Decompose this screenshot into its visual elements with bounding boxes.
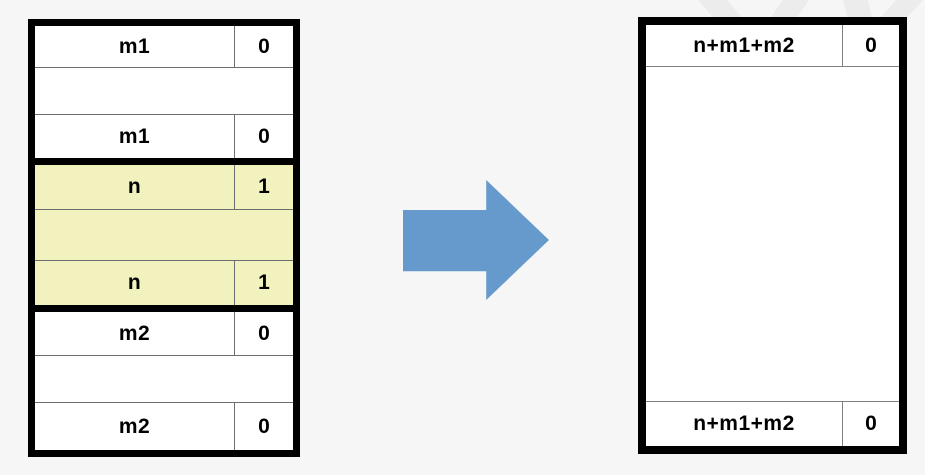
allocated-bit: 0 xyxy=(234,26,293,67)
block-size-label: m1 xyxy=(118,124,151,148)
block-size-label: n xyxy=(127,175,142,198)
allocated-bit: 0 xyxy=(234,115,293,158)
block-size-label: m2 xyxy=(118,414,151,438)
block-n-payload-row xyxy=(35,210,293,261)
block-m1-header-row: m1 0 xyxy=(35,26,293,68)
block-m2: m2 0 m2 0 xyxy=(35,312,293,450)
coalesced-block-header-row: n+m1+m2 0 xyxy=(646,25,899,67)
heap-after-box: n+m1+m2 0 n+m1+m2 0 xyxy=(638,17,907,454)
heap-before-box: m1 0 m1 0 n 1 n 1 m2 0 xyxy=(28,19,300,457)
block-size-label: n+m1+m2 xyxy=(693,412,795,435)
block-m2-footer-row: m2 0 xyxy=(35,403,293,450)
allocated-bit: 0 xyxy=(842,25,899,66)
allocated-bit: 1 xyxy=(234,261,293,305)
block-m1: m1 0 m1 0 xyxy=(35,26,293,158)
block-n-header-row: n 1 xyxy=(35,165,293,210)
block-size-label: n+m1+m2 xyxy=(693,33,795,57)
allocated-bit: 0 xyxy=(234,403,293,450)
block-n-highlighted: n 1 n 1 xyxy=(35,158,293,312)
allocated-bit: 1 xyxy=(234,165,293,209)
coalesced-block-payload-row xyxy=(646,67,899,401)
block-size-label: n xyxy=(127,271,142,294)
coalesced-block-footer-row: n+m1+m2 0 xyxy=(646,401,899,446)
block-m2-payload-row xyxy=(35,356,293,403)
allocated-bit: 0 xyxy=(234,312,293,355)
allocated-bit: 0 xyxy=(842,402,899,446)
block-size-label: m1 xyxy=(118,34,151,58)
block-m1-payload-row xyxy=(35,68,293,115)
block-m2-header-row: m2 0 xyxy=(35,312,293,356)
block-m1-footer-row: m1 0 xyxy=(35,115,293,158)
block-n-footer-row: n 1 xyxy=(35,261,293,305)
block-size-label: m2 xyxy=(118,321,151,345)
